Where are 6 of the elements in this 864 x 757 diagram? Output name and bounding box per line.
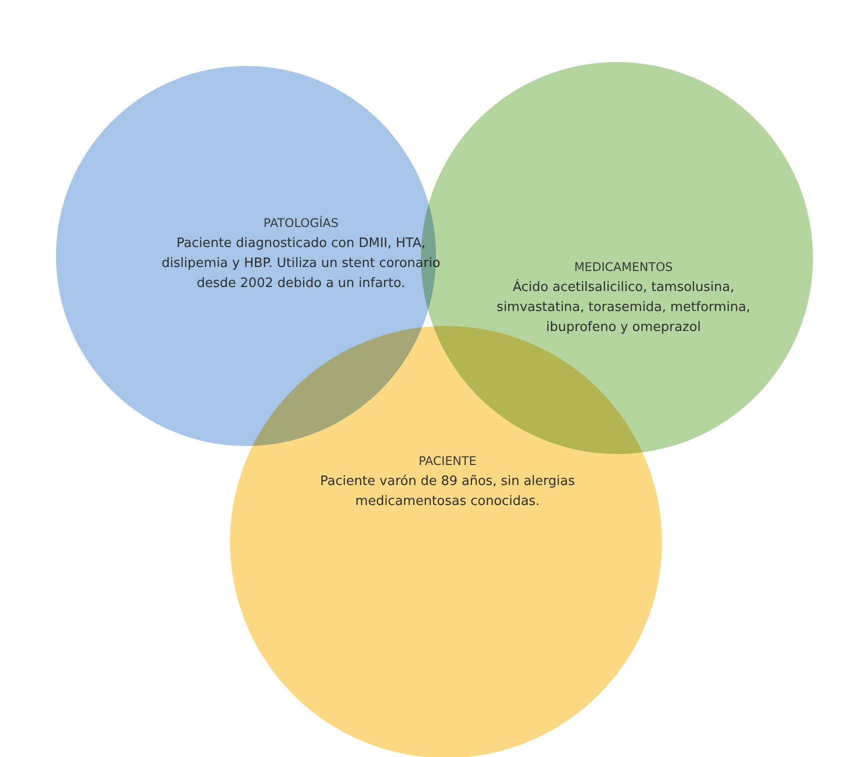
circle-heading: MEDICAMENTOS — [574, 260, 673, 274]
circle-heading: PATOLOGÍAS — [264, 216, 338, 230]
circle-description: Paciente varón de 89 años, sin alergias medicamentosas conocidas. — [319, 473, 576, 511]
circle-description: Ácido acetilsalicilico, tamsolusina, simvastatina, torasemida, metformina, ibuprofeno y omeprazol — [496, 278, 752, 337]
circle-heading: PACIENTE — [418, 454, 476, 468]
circle-description: Paciente diagnosticado con DMII, HTA, dislipemia y HBP. Utiliza un stent coronario desde 2002 debido a un infarto. — [160, 235, 442, 293]
